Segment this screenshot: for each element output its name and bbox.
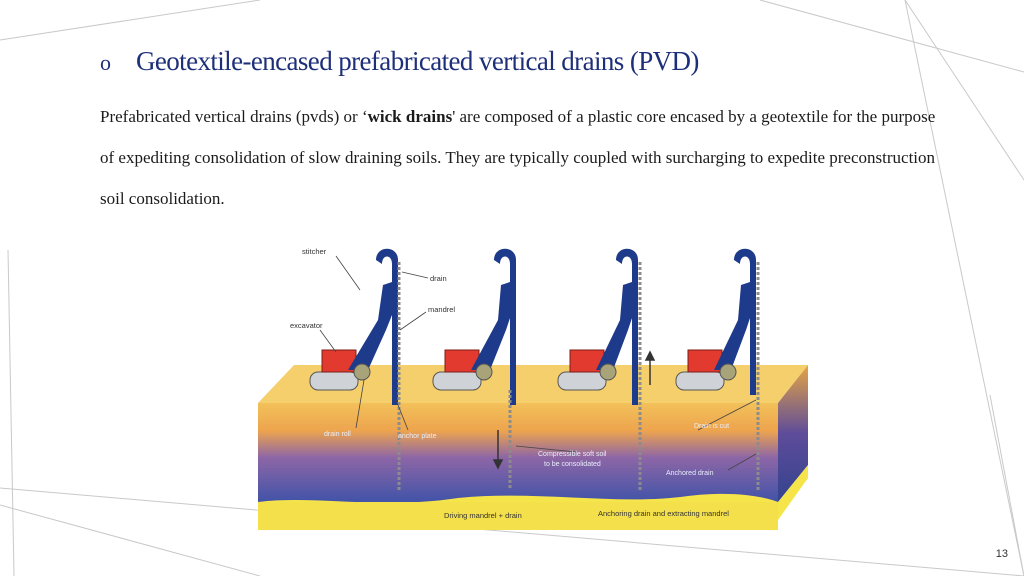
label-stitcher: stitcher <box>302 247 327 256</box>
body-paragraph: Prefabricated vertical drains (pvds) or … <box>100 96 940 219</box>
label-drain: drain <box>430 274 447 283</box>
label-excavator: excavator <box>290 321 323 330</box>
rig-4 <box>675 248 760 490</box>
rig-1 <box>309 248 401 490</box>
label-anchor-plate: anchor plate <box>398 433 437 440</box>
motion-arrows <box>492 350 656 470</box>
bullet-icon: o <box>100 50 111 75</box>
label-drain-roll: drain roll <box>324 431 351 438</box>
soil-front-face <box>258 403 778 502</box>
label-driving: Driving mandrel + drain <box>444 511 522 520</box>
slide-title: o Geotextile-encased prefabricated vertic… <box>100 46 699 77</box>
paragraph-bold-term: wick drains <box>367 107 453 126</box>
pvd-installation-diagram: stitcher drain mandrel excavator drain r… <box>258 247 808 530</box>
paragraph-part-2: ' are composed of a plastic core encased… <box>100 107 936 208</box>
rig-2 <box>432 248 516 490</box>
title-text: Geotextile-encased prefabricated vertica… <box>136 46 699 76</box>
paragraph-part-1: Prefabricated vertical drains (pvds) or … <box>100 107 368 126</box>
label-anchored-drain: Anchored drain <box>666 470 714 477</box>
label-mandrel: mandrel <box>428 305 455 314</box>
label-drain-is-cut: Drain is cut <box>694 423 729 430</box>
label-compressible-2: to be consolidated <box>544 461 601 468</box>
rig-3 <box>557 248 642 490</box>
leader-lines <box>319 255 757 471</box>
soil-side-face <box>778 365 808 502</box>
label-anchoring: Anchoring drain and extracting mandrel <box>598 509 729 518</box>
page-number: 13 <box>995 548 1008 560</box>
label-compressible-1: Compressible soft soil <box>538 451 607 458</box>
